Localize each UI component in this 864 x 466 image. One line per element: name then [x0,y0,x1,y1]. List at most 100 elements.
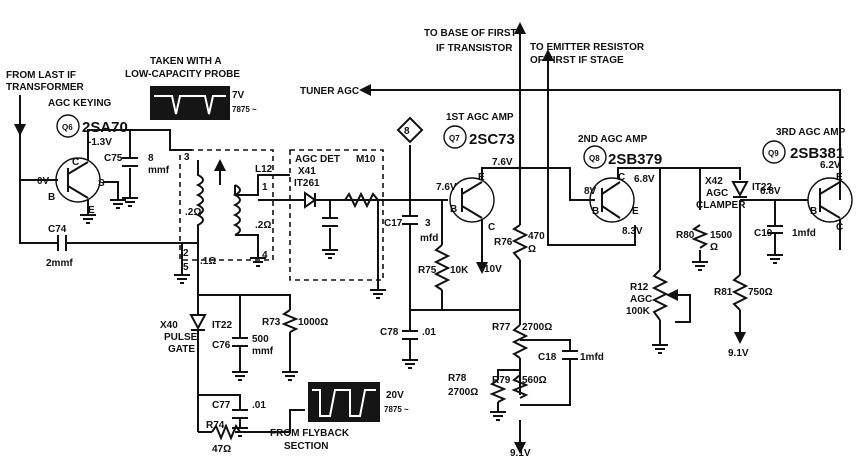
q8-collector-voltage: 6.8V [634,174,655,185]
c75-unit: mmf [148,165,170,176]
label-to-emitter: TO EMITTER RESISTOR [530,42,645,53]
r80-label: R80 [676,230,695,241]
r78-label: R78 [448,373,467,384]
label-transformer: TRANSFORMER [6,82,85,93]
label-section: SECTION [284,441,328,452]
diode-symbols [189,181,749,331]
q8-base-voltage: 8V [584,186,597,197]
c18-symbol [562,350,578,360]
l12-r-c: .1Ω [200,256,216,267]
c74-symbol [57,235,67,251]
r74-label: R74 [206,420,225,431]
q6-s: S [98,178,105,189]
r81-value: 750Ω [748,287,773,298]
r75-value: 10K [450,265,469,276]
q8-symbol [589,177,635,223]
supply-bottom: 9.1V [510,448,531,459]
x41-part: IT261 [294,178,320,189]
c76-unit: mmf [252,346,274,357]
c18-value: 1mfd [580,352,604,363]
q7-supply: 10V [484,264,502,275]
r74-symbol [211,423,241,441]
r76-symbol [511,224,529,261]
c17-unit: mfd [420,233,438,244]
q7-c: C [488,222,495,233]
c77-symbol [232,409,248,419]
q9-symbol [807,177,853,223]
m10-cap-symbol [322,217,338,227]
l12-pin-2: 2 [183,248,189,259]
label-from-flyback: FROM FLYBACK [270,428,350,439]
q8-emitter-voltage: 8.3V [622,226,643,237]
c76-symbol [232,337,248,347]
c74-value: 2mmf [46,258,73,269]
q6-c: C [72,157,79,168]
q8-e: E [632,206,639,217]
node-8-marker [396,116,424,144]
scope-trace-flyback [308,382,380,422]
label-tuner-agc: TUNER AGC [300,86,359,97]
r77-label: R77 [492,322,511,333]
l12-pin-5: 5 [183,262,189,273]
r76-value: 470 [528,231,545,242]
q6-part: 2SA70 [82,119,128,136]
r12-value: 100K [626,306,651,317]
label-if-transistor: IF TRANSISTOR [436,43,513,54]
scope2-volts: 20V [386,390,404,401]
q6-b: B [48,192,55,203]
capacitor-symbols [57,157,783,419]
r73-symbol [281,309,299,333]
scope1-freq: 7875 ~ [232,105,257,114]
x42-label: X42 [705,176,723,187]
transistor-id-circles [56,114,786,169]
r78-symbol [489,379,507,403]
q6-base-voltage: 0V [37,176,50,187]
l12-pin-1: 1 [262,182,268,193]
x40-part: IT22 [212,320,232,331]
r79-symbol [511,374,529,399]
q7-id: Q7 [449,134,460,143]
m10-label: M10 [356,154,376,165]
q8-id: Q8 [589,154,600,163]
q6-bias: -1.3V [88,137,112,148]
x41-label: X41 [298,166,316,177]
c77-value: .01 [252,400,266,411]
label-to-base: TO BASE OF FIRST [424,28,517,39]
q9-collector-voltage: 6.2V [820,160,841,171]
q7-part: 2SC73 [469,131,515,148]
label-agc-clamper-top: AGC [706,188,728,199]
c19-value: 1mfd [792,228,816,239]
r77-value: 2700Ω [522,322,552,333]
scope2-freq: 7875 ~ [384,405,409,414]
label-from-last-if: FROM LAST IF [6,70,76,81]
r80-symbol [691,224,709,249]
q6-id: Q6 [62,123,73,132]
l12-pin-3: 3 [184,152,190,163]
q9-part: 2SB381 [790,145,844,162]
q9-id: Q9 [768,149,779,158]
scope-trace-keying [150,86,230,120]
q8-b: B [592,206,599,217]
c18-label: C18 [538,352,557,363]
c76-label: C76 [212,340,231,351]
x40-label: X40 [160,320,178,331]
r75-symbol [433,244,451,291]
label-of-first-if: OF FIRST IF STAGE [530,55,624,66]
q9-c: C [836,222,843,233]
r73-value: 1000Ω [298,317,328,328]
r80-unit: Ω [710,242,718,253]
r74-value: 47Ω [212,444,231,455]
c17-symbol [402,215,418,225]
x42-symbol [731,181,749,198]
r80-value: 1500 [710,230,733,241]
r81-label: R81 [714,287,733,298]
label-third-agc-amp: 3RD AGC AMP [776,127,846,138]
q8-part: 2SB379 [608,151,662,168]
r76-label: R76 [494,237,513,248]
c78-value: .01 [422,327,436,338]
r73-label: R73 [262,317,281,328]
r12-label: R12 [630,282,649,293]
wiring [19,38,841,440]
r79-label: R79 [492,375,511,386]
label-low-cap-probe: LOW-CAPACITY PROBE [125,69,240,80]
